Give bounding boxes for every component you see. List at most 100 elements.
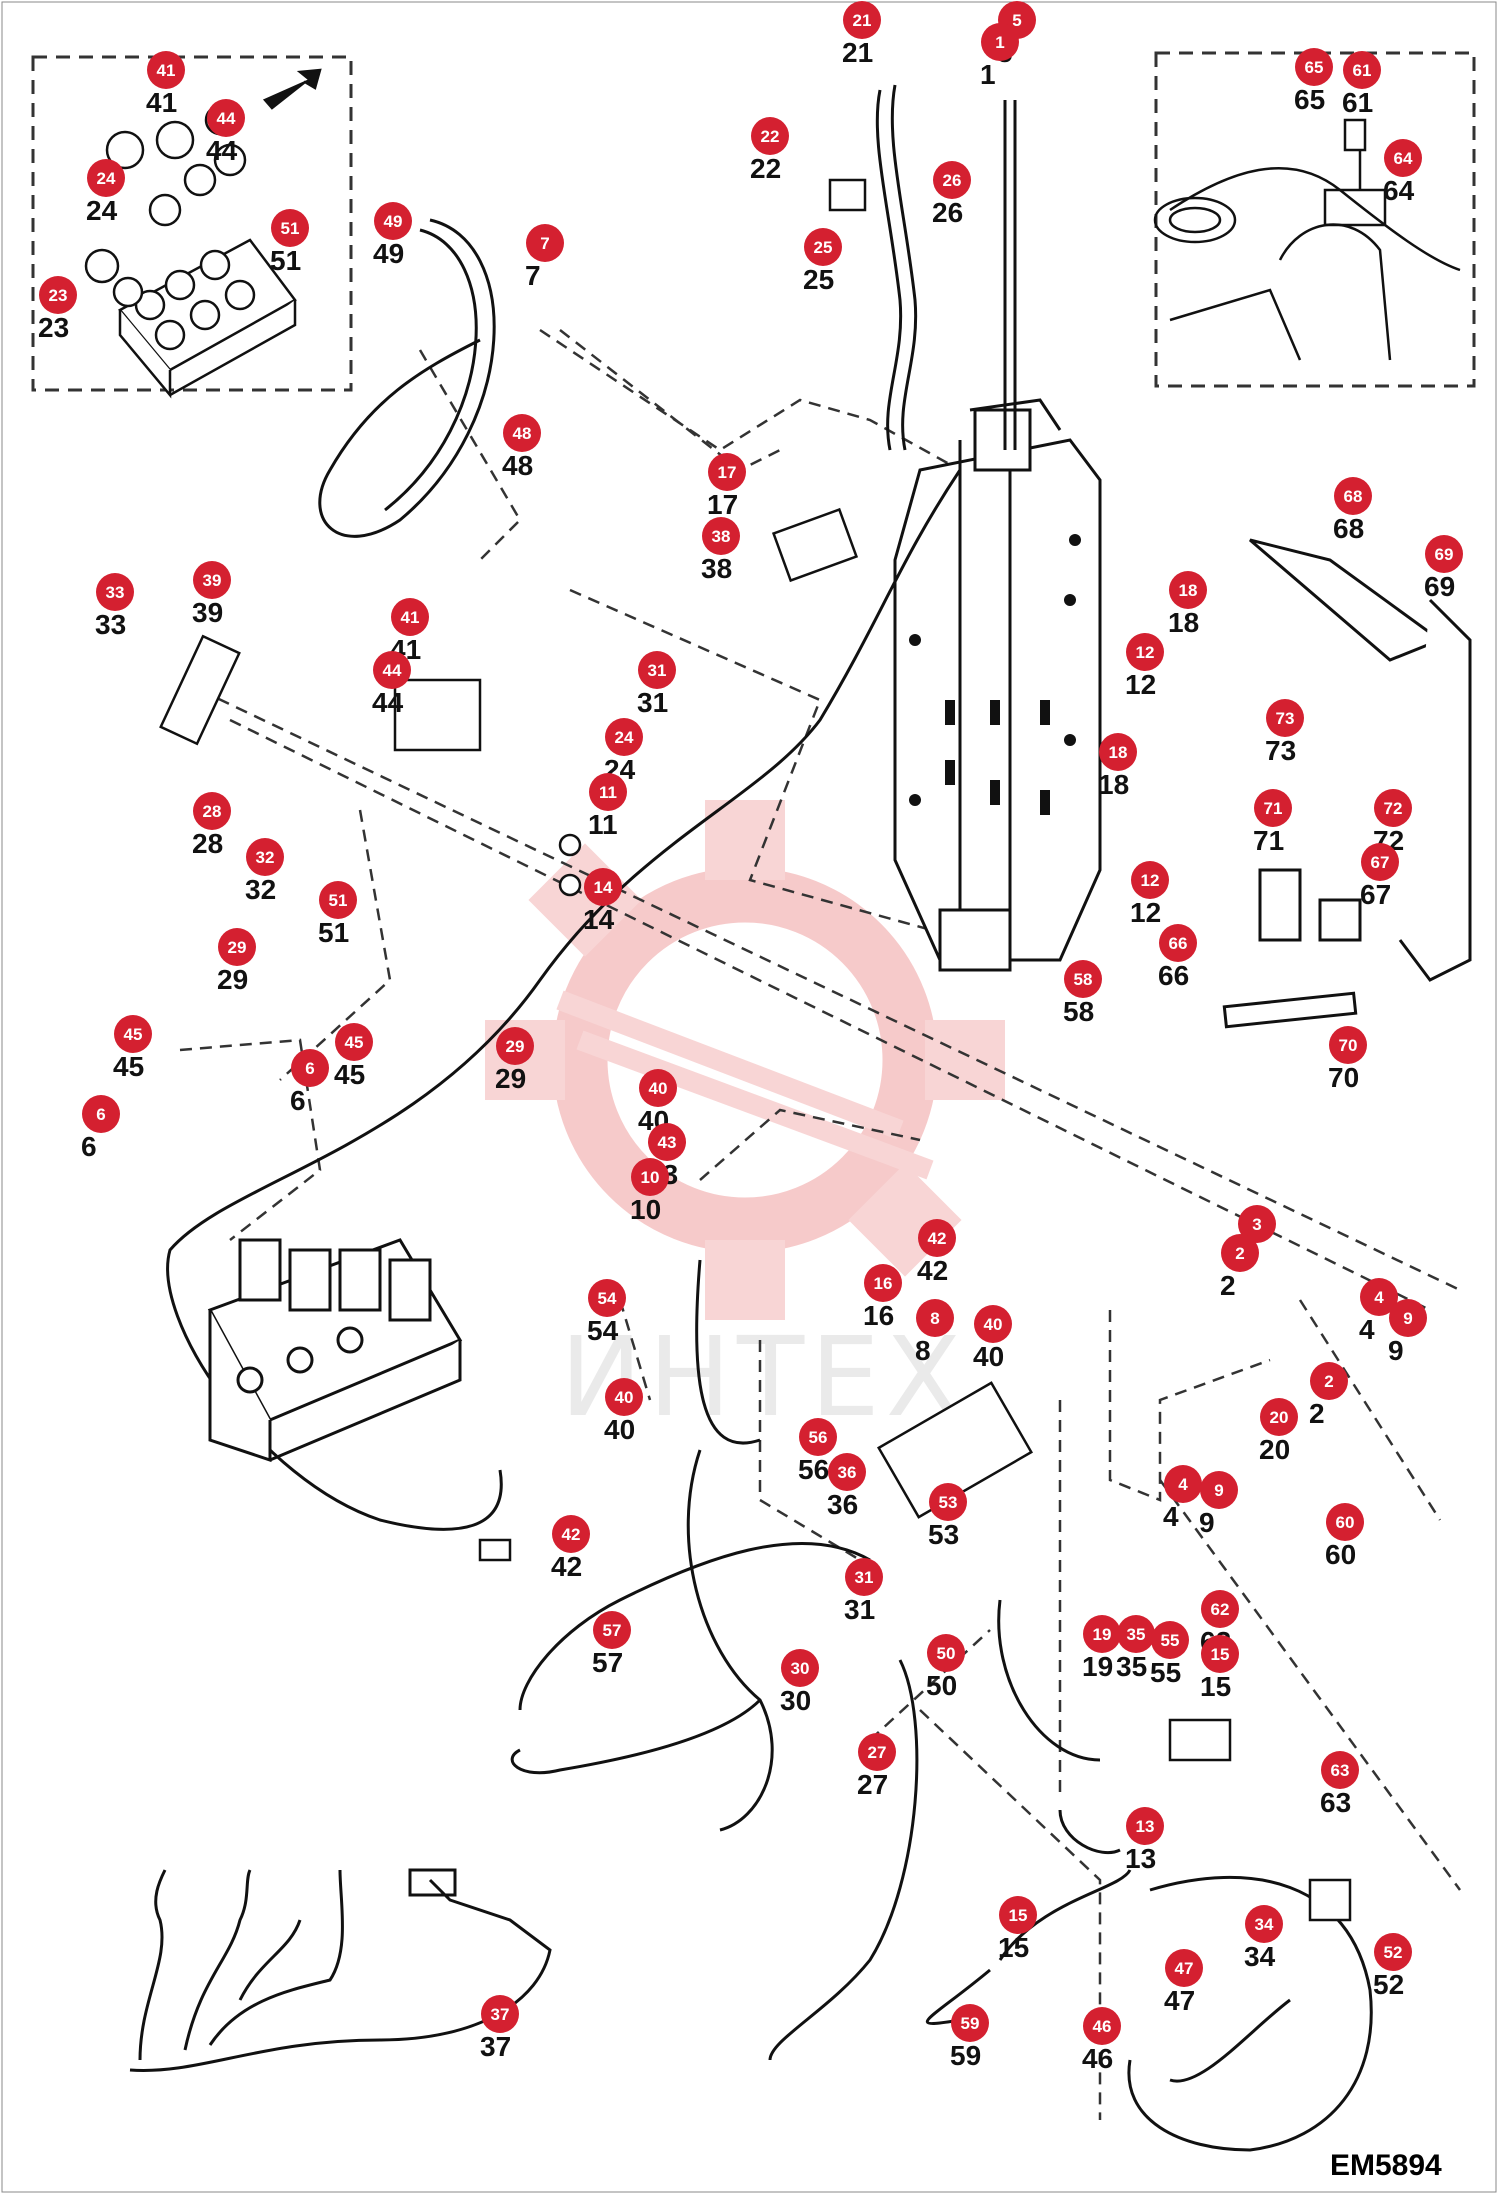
- callout-number-label: 9: [1199, 1507, 1215, 1538]
- callout-number-label: 6: [81, 1131, 97, 1162]
- callout-badge: [1159, 924, 1197, 962]
- callout-badge: [1374, 1933, 1412, 1971]
- callout-number-label: 48: [502, 450, 533, 481]
- callout-badge-number: 41: [401, 608, 420, 627]
- callout-badge: [631, 1158, 669, 1196]
- callout-number-label: 29: [495, 1063, 526, 1094]
- callout-number-label: 31: [637, 687, 668, 718]
- callout-layer: 2121551122222626252577494948481717383841…: [38, 1, 1463, 2074]
- callout-number-label: 12: [1130, 897, 1161, 928]
- callout-number-label: 68: [1333, 513, 1364, 544]
- callout-number-label: 42: [917, 1255, 948, 1286]
- callout-badge: [193, 561, 231, 599]
- callout-badge-number: 51: [281, 219, 300, 238]
- callout-number-label: 30: [780, 1685, 811, 1716]
- callout-badge-number: 73: [1276, 709, 1295, 728]
- callout-badge-number: 54: [598, 1289, 617, 1308]
- callout-badge-number: 45: [124, 1025, 143, 1044]
- callout-badge-number: 16: [874, 1274, 893, 1293]
- callout-badge-number: 12: [1136, 643, 1155, 662]
- callout-badge-number: 49: [384, 212, 403, 231]
- callout-number-label: 8: [915, 1335, 931, 1366]
- callout-badge: [584, 868, 622, 906]
- callout-badge-number: 9: [1403, 1309, 1412, 1328]
- callout-2: 22: [1309, 1362, 1348, 1429]
- callout-badge-number: 29: [228, 938, 247, 957]
- callout-badge: [999, 1896, 1037, 1934]
- callout-badge-number: 3: [1252, 1215, 1261, 1234]
- callout-number-label: 12: [1125, 669, 1156, 700]
- callout-number-label: 70: [1328, 1062, 1359, 1093]
- callout-badge-number: 4: [1374, 1288, 1384, 1307]
- callout-number-label: 49: [373, 238, 404, 269]
- callout-number-label: 4: [1163, 1501, 1179, 1532]
- callout-number-label: 40: [604, 1414, 635, 1445]
- callout-badge-number: 50: [937, 1644, 956, 1663]
- callout-badge-number: 46: [1093, 2017, 1112, 2036]
- callout-badge-number: 12: [1141, 871, 1160, 890]
- callout-number-label: 22: [750, 153, 781, 184]
- callout-badge: [1326, 1503, 1364, 1541]
- callout-badge: [845, 1558, 883, 1596]
- callout-badge-number: 14: [594, 878, 613, 897]
- callout-number-label: 33: [95, 609, 126, 640]
- callout-badge-number: 30: [791, 1659, 810, 1678]
- callout-badge: [1221, 1234, 1259, 1272]
- callout-badge: [918, 1219, 956, 1257]
- callout-number-label: 19: [1082, 1651, 1113, 1682]
- callout-badge-number: 47: [1175, 1959, 1194, 1978]
- callout-badge: [552, 1515, 590, 1553]
- callout-badge-number: 41: [157, 61, 176, 80]
- callout-badge: [804, 228, 842, 266]
- callout-badge: [373, 651, 411, 689]
- callout-number-label: 71: [1253, 825, 1284, 856]
- fittings: [159, 178, 1352, 1922]
- callout-badge-number: 64: [1394, 149, 1413, 168]
- callout-number-label: 13: [1125, 1843, 1156, 1874]
- callout-number-label: 55: [1150, 1657, 1181, 1688]
- callout-badge-number: 33: [106, 583, 125, 602]
- callout-number-label: 1: [980, 59, 996, 90]
- callout-badge: [1064, 960, 1102, 998]
- callout-8: 88: [915, 1299, 954, 1366]
- callout-number-label: 25: [803, 264, 834, 295]
- callout-badge: [929, 1483, 967, 1521]
- callout-number-label: 24: [86, 195, 118, 226]
- callout-badge: [864, 1264, 902, 1302]
- watermark: ИНТЕХ: [485, 800, 1005, 1441]
- main-frame: [893, 398, 1102, 972]
- callout-badge: [335, 1023, 373, 1061]
- callout-badge: [374, 202, 412, 240]
- callout-number-label: 60: [1325, 1539, 1356, 1570]
